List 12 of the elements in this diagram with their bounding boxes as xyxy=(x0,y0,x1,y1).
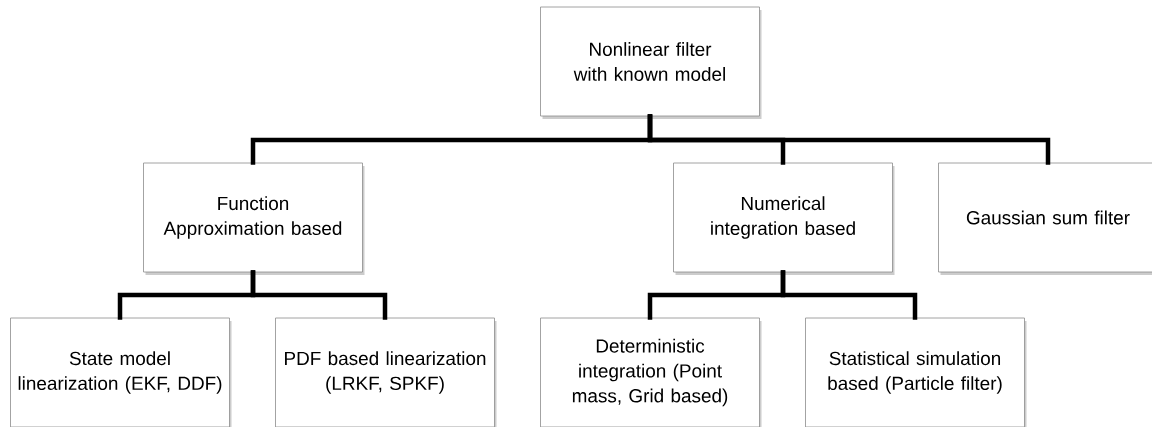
process-box: Numerical integration based xyxy=(673,162,893,273)
connector-line xyxy=(780,270,918,320)
process-box: PDF based linearization (LRKF, SPKF) xyxy=(275,317,495,427)
process-box: Gaussian sum filter xyxy=(938,162,1152,273)
process-box: Nonlinear filter with known model xyxy=(540,6,760,117)
process-box: Deterministic integration (Point mass, Grid based) xyxy=(540,317,760,427)
node-label: Gaussian sum filter xyxy=(966,210,1130,225)
connector-line xyxy=(250,270,388,320)
process-box: Statistical simulation based (Particle filter) xyxy=(805,317,1025,427)
process-box: Function Approximation based xyxy=(143,162,363,273)
process-box: State model linearization (EKF, DDF) xyxy=(10,317,230,427)
connector-line xyxy=(647,114,1051,165)
